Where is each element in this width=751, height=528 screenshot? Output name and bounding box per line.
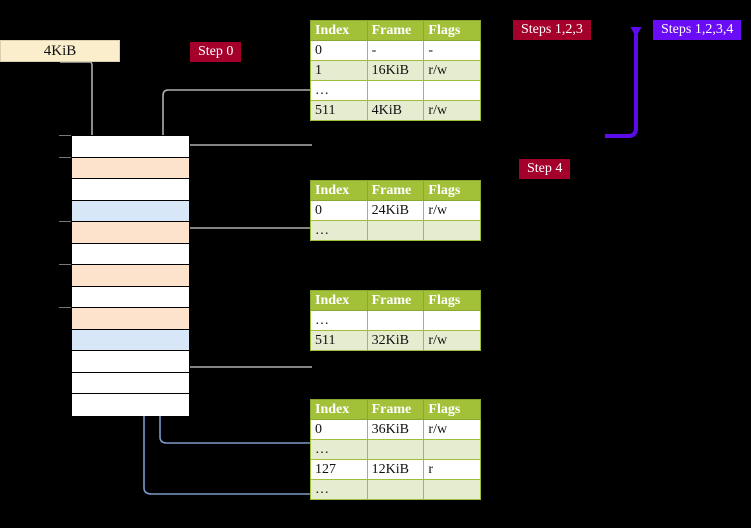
table-row: … (310, 439, 481, 460)
table-cell: r/w (423, 330, 481, 351)
column-header-index: Index (310, 180, 368, 201)
table-cell: r (423, 459, 481, 480)
table-cell (423, 220, 481, 241)
table-row: … (310, 310, 481, 331)
memory-frame-row (72, 329, 189, 352)
memory-row-tick (59, 307, 71, 309)
memory-row-tick (59, 135, 71, 136)
table-cell: 1 (310, 60, 368, 81)
table-cell: 4KiB (366, 100, 425, 121)
table-cell: 511 (310, 100, 368, 121)
table-row: … (310, 479, 481, 500)
table-cell: … (310, 80, 368, 101)
table-cell (366, 80, 425, 101)
table-cell: 12KiB (366, 459, 425, 480)
table-cell: … (310, 439, 368, 460)
table-cell: 0 (310, 40, 368, 61)
memory-frame-row (72, 286, 189, 309)
table-cell: 24KiB (366, 200, 425, 221)
column-header-flags: Flags (423, 399, 481, 420)
table-cell (423, 439, 481, 460)
memory-frame-row (72, 222, 189, 244)
table-cell (366, 310, 425, 331)
memory-row-tick (59, 221, 71, 223)
table-cell (366, 439, 425, 460)
column-header-flags: Flags (423, 180, 481, 201)
table-row: 0-- (310, 40, 481, 61)
table-cell: 511 (310, 330, 368, 351)
column-header-frame: Frame (366, 180, 425, 201)
column-header-frame: Frame (366, 290, 425, 311)
memory-frame-row (72, 200, 189, 223)
column-header-frame: Frame (366, 399, 425, 420)
table-cell: r/w (423, 419, 481, 440)
table-cell (366, 220, 425, 241)
table-cell: - (366, 40, 425, 61)
table-cell: 32KiB (366, 330, 425, 351)
table-cell (423, 80, 481, 101)
table-row: … (310, 80, 481, 101)
table-cell: … (310, 310, 368, 331)
table-cell: - (423, 40, 481, 61)
column-header-frame: Frame (366, 20, 425, 41)
table-cell: … (310, 479, 368, 500)
memory-frame-row (72, 308, 189, 330)
memory-frame-row (72, 157, 189, 180)
memory-frame-row (72, 179, 189, 201)
step-0-badge: Step 0 (190, 42, 242, 62)
table-cell: r/w (423, 60, 481, 81)
memory-frame-row (72, 136, 189, 158)
column-header-index: Index (310, 399, 368, 420)
memory-frame-row (72, 372, 189, 395)
memory-frame-row (72, 265, 189, 287)
table-cell: 0 (310, 419, 368, 440)
table-cell (366, 479, 425, 500)
step-4-badge: Step 4 (519, 159, 571, 179)
column-header-index: Index (310, 290, 368, 311)
memory-frame-row (72, 394, 189, 416)
steps-123-badge: Steps 1,2,3 (513, 20, 591, 40)
column-header-flags: Flags (423, 20, 481, 41)
memory-row-tick (59, 264, 71, 266)
column-header-index: Index (310, 20, 368, 41)
memory-frame-row (72, 243, 189, 266)
table-cell: 0 (310, 200, 368, 221)
table-cell (423, 479, 481, 500)
table-row: … (310, 220, 481, 241)
table-cell: 127 (310, 459, 368, 480)
column-header-flags: Flags (423, 290, 481, 311)
table-cell (423, 310, 481, 331)
table-cell: 16KiB (366, 60, 425, 81)
table-cell: r/w (423, 100, 481, 121)
table-cell: 36KiB (366, 419, 425, 440)
steps-1234-badge: Steps 1,2,3,4 (653, 20, 742, 40)
table-cell: r/w (423, 200, 481, 221)
memory-frame-row (72, 351, 189, 373)
physical-memory-column (71, 135, 190, 416)
frame-size-box: 4KiB (0, 40, 120, 62)
memory-row-tick (59, 156, 71, 158)
table-cell: … (310, 220, 368, 241)
